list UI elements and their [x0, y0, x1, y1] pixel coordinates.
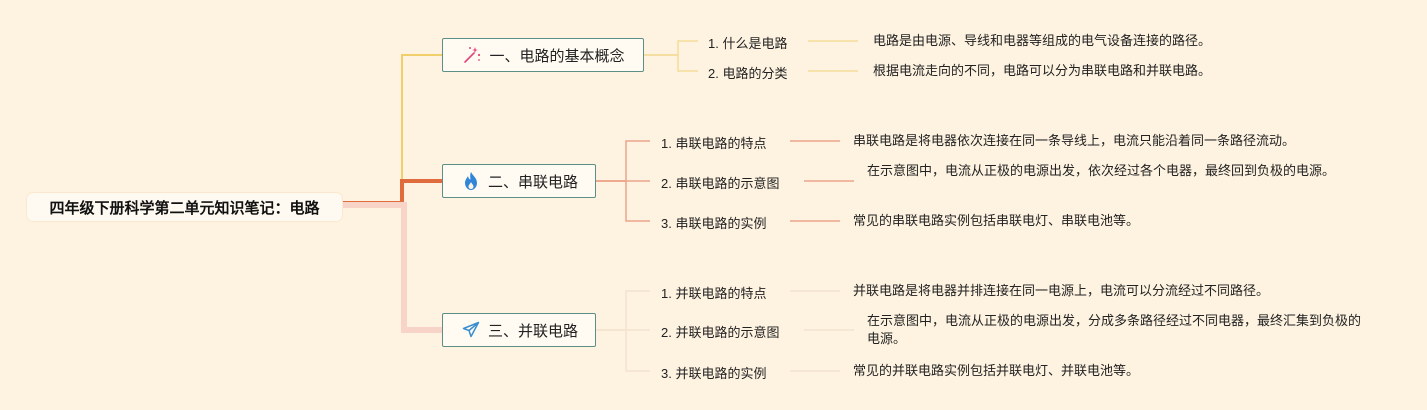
subtopic-series-examples[interactable]: 3. 串联电路的实例: [661, 216, 767, 231]
root-title: 四年级下册科学第二单元知识笔记：电路: [49, 199, 320, 217]
root-topic[interactable]: 四年级下册科学第二单元知识笔记：电路: [27, 193, 342, 221]
subtopic-what-is-circuit[interactable]: 1. 什么是电路: [708, 36, 788, 51]
topic-parallel-circuit[interactable]: 三、并联电路: [442, 313, 596, 347]
subtopic-parallel-features[interactable]: 1. 并联电路的特点: [661, 286, 767, 301]
note-parallel-examples[interactable]: 常见的并联电路实例包括并联电灯、并联电池等。: [853, 363, 1140, 378]
note-what-is-circuit[interactable]: 电路是由电源、导线和电器等组成的电气设备连接的路径。: [873, 33, 1212, 48]
trunk-line-3: [342, 202, 442, 333]
note-series-features[interactable]: 串联电路是将电器依次连接在同一条导线上，电流只能沿着同一条路径流动。: [853, 133, 1296, 148]
trunk-line-2: [342, 179, 442, 205]
subtopic-series-diagram[interactable]: 2. 串联电路的示意图: [661, 176, 780, 191]
branch-line-8: [596, 329, 650, 372]
topic-basic-concepts[interactable]: 一、电路的基本概念: [442, 38, 644, 72]
branch-line-2: [644, 54, 698, 72]
topic-series-circuit[interactable]: 二、串联电路: [442, 164, 596, 198]
subtopic-parallel-examples[interactable]: 3. 并联电路的实例: [661, 366, 767, 381]
branch-line-6: [596, 290, 650, 331]
branch-line-1: [644, 40, 698, 56]
topic-label: 三、并联电路: [487, 322, 578, 340]
paper-plane-icon: [460, 319, 482, 341]
subtopic-parallel-diagram[interactable]: 2. 并联电路的示意图: [661, 325, 780, 340]
topic-label: 一、电路的基本概念: [489, 47, 625, 65]
subtopic-circuit-types[interactable]: 2. 电路的分类: [708, 66, 788, 81]
note-circuit-types[interactable]: 根据电流走向的不同，电路可以分为串联电路和并联电路。: [873, 63, 1212, 78]
note-parallel-features[interactable]: 并联电路是将电器并排连接在同一电源上，电流可以分流经过不同路径。: [853, 283, 1270, 298]
flame-icon: [460, 170, 482, 192]
note-parallel-diagram[interactable]: 在示意图中，电流从正极的电源出发，分成多条路径经过不同电器，最终汇集到负极的电源…: [867, 313, 1362, 346]
topic-label: 二、串联电路: [487, 173, 578, 191]
note-series-diagram[interactable]: 在示意图中，电流从正极的电源出发，依次经过各个电器，最终回到负极的电源。: [867, 163, 1336, 178]
magic-wand-icon: [461, 44, 483, 66]
branch-line-5: [596, 180, 650, 222]
subtopic-series-features[interactable]: 1. 串联电路的特点: [661, 136, 767, 151]
note-series-examples[interactable]: 常见的串联电路实例包括串联电灯、串联电池等。: [853, 213, 1140, 228]
branch-line-3: [596, 140, 650, 182]
